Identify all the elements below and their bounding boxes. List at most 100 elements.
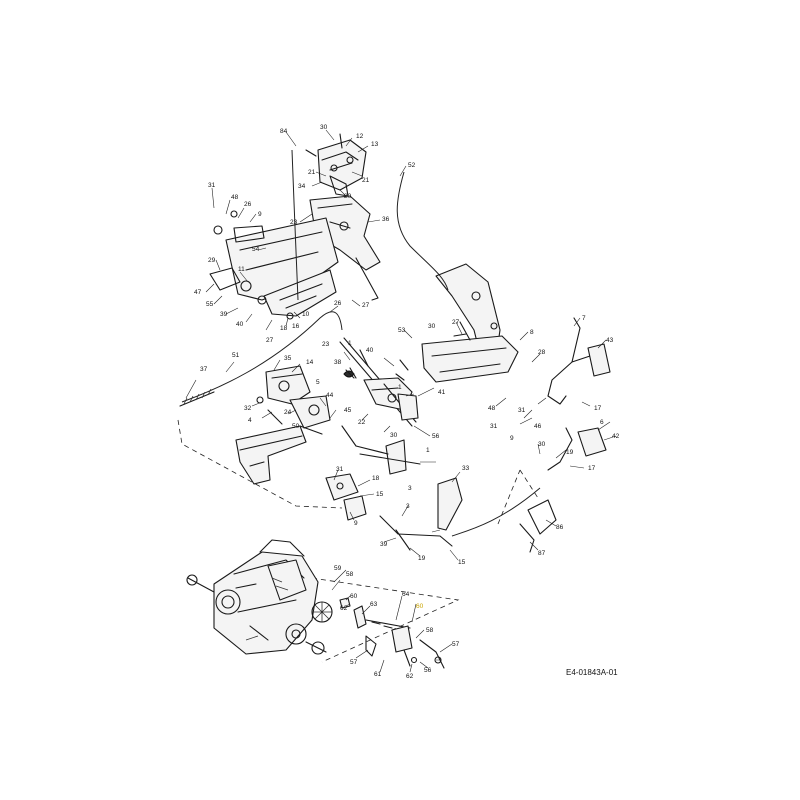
callout: 29 bbox=[208, 257, 216, 264]
callout: 56 bbox=[432, 433, 440, 440]
callout: 26 bbox=[334, 300, 342, 307]
cross-shaft-assembly bbox=[339, 337, 419, 427]
callout: 30 bbox=[428, 323, 436, 330]
callout: 40 bbox=[236, 321, 244, 328]
callout: 15 bbox=[458, 559, 466, 566]
callout: 17 bbox=[588, 465, 596, 472]
callout: 64 bbox=[402, 591, 410, 598]
callout: 11 bbox=[238, 266, 245, 273]
callout: 31 bbox=[490, 423, 498, 430]
reference-line-mid bbox=[497, 469, 539, 525]
callout: 9 bbox=[510, 435, 514, 442]
callout: 31 bbox=[518, 407, 526, 414]
callout-labels: 84 30 12 13 21 34 21 20 52 31 48 26 9 23… bbox=[194, 124, 620, 680]
leader-lines bbox=[185, 129, 617, 673]
callout: 27 bbox=[362, 302, 370, 309]
callout: 47 bbox=[194, 289, 202, 296]
callout: 27 bbox=[266, 337, 274, 344]
callout: 15 bbox=[376, 491, 384, 498]
callout: 23 bbox=[322, 341, 330, 348]
callout: 56 bbox=[424, 667, 432, 674]
callout: 44 bbox=[326, 392, 334, 399]
callout: 16 bbox=[292, 323, 300, 330]
drawing-code: E4-01843A-01 bbox=[566, 668, 618, 677]
callout: 28 bbox=[538, 349, 546, 356]
callout: 41 bbox=[438, 389, 446, 396]
callout: 17 bbox=[594, 405, 602, 412]
callout: 57 bbox=[350, 659, 358, 666]
callout: 40 bbox=[366, 347, 374, 354]
callout: 30 bbox=[538, 441, 546, 448]
callout: 7 bbox=[582, 315, 586, 322]
callout: 84 bbox=[280, 128, 288, 135]
callout: 20 bbox=[344, 193, 352, 200]
callout: 18 bbox=[372, 475, 380, 482]
callout: 1 bbox=[348, 340, 352, 347]
pedal-mount-plate bbox=[421, 263, 519, 383]
callout: 59 bbox=[334, 565, 342, 572]
callout: 23 bbox=[290, 219, 298, 226]
lower-frame-member bbox=[235, 425, 323, 485]
callout: 30 bbox=[320, 124, 328, 131]
callout: 31 bbox=[208, 182, 216, 189]
callout: 9 bbox=[258, 211, 262, 218]
callout-highlighted: 60 bbox=[416, 603, 424, 610]
transaxle bbox=[186, 539, 327, 655]
callout: 38 bbox=[334, 359, 342, 366]
callout: 55 bbox=[206, 301, 214, 308]
callout: 62 bbox=[406, 673, 414, 680]
callout: 39 bbox=[220, 311, 228, 318]
callout: 30 bbox=[390, 432, 398, 439]
upper-lever-bracket bbox=[305, 133, 367, 197]
callout: 52 bbox=[408, 162, 416, 169]
callout: 3 bbox=[408, 485, 412, 492]
callout: 39 bbox=[380, 541, 388, 548]
callout: 12 bbox=[356, 133, 364, 140]
cooling-fan bbox=[311, 601, 333, 623]
callout: 42 bbox=[612, 433, 620, 440]
callout: 8 bbox=[530, 329, 534, 336]
callout: 21 bbox=[308, 169, 316, 176]
throttle-cable bbox=[396, 171, 449, 291]
callout: 53 bbox=[398, 327, 406, 334]
shift-rod bbox=[379, 515, 453, 547]
callout: 21 bbox=[362, 177, 370, 184]
callout: 48 bbox=[231, 194, 239, 201]
callout: 51 bbox=[232, 352, 240, 359]
threaded-rod bbox=[179, 391, 215, 407]
control-cable bbox=[181, 311, 343, 403]
callout: 54 bbox=[252, 246, 260, 253]
callout: 19 bbox=[418, 555, 426, 562]
callout: 58 bbox=[426, 627, 434, 634]
callout: 62 bbox=[340, 605, 348, 612]
callout: 61 bbox=[374, 671, 382, 678]
reference-line-upper bbox=[177, 419, 343, 509]
callout: 6 bbox=[600, 419, 604, 426]
callout: 26 bbox=[244, 201, 252, 208]
drive-pedal bbox=[547, 427, 607, 471]
callout: 24 bbox=[284, 409, 292, 416]
callout: 58 bbox=[346, 571, 354, 578]
callout: 32 bbox=[244, 405, 252, 412]
bypass-linkage bbox=[339, 597, 445, 669]
callout: 36 bbox=[382, 216, 390, 223]
callout: 63 bbox=[370, 601, 378, 608]
callout: 87 bbox=[538, 550, 546, 557]
callout: 46 bbox=[534, 423, 542, 430]
callout: 3 bbox=[406, 503, 410, 510]
callout: 48 bbox=[488, 405, 496, 412]
callout: 57 bbox=[452, 641, 460, 648]
callout: 43 bbox=[606, 337, 614, 344]
callout: 22 bbox=[358, 419, 366, 426]
callout: 9 bbox=[354, 520, 358, 527]
brake-pedal bbox=[547, 317, 611, 405]
linkage-brackets bbox=[325, 425, 463, 531]
callout: 33 bbox=[462, 465, 470, 472]
brake-cable bbox=[291, 149, 299, 301]
pivot-bracket bbox=[309, 195, 381, 301]
callout: 13 bbox=[371, 141, 379, 148]
callout: 34 bbox=[298, 183, 306, 190]
callout: 31 bbox=[336, 466, 344, 473]
callout: 45 bbox=[344, 407, 352, 414]
